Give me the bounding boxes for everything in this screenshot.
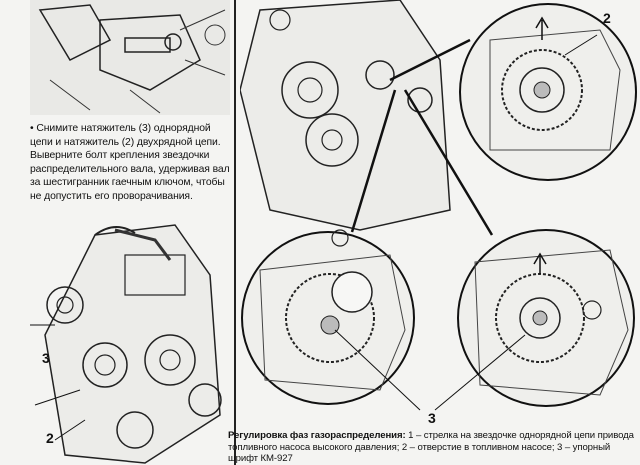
callout-right-2: 2 — [603, 10, 611, 26]
timing-illustration — [240, 0, 637, 411]
caption-lead: Регулировка фаз газораспределения: — [228, 430, 406, 441]
callout-left-3: 3 — [42, 350, 50, 366]
engine-detail-illustration — [30, 0, 230, 115]
callout-right-3: 3 — [428, 410, 436, 426]
instruction-text: Снимите натяжитель (3) однорядной цепи и… — [30, 123, 230, 202]
column-divider — [234, 0, 236, 465]
caption-body: 1 – стрелка на звездочке однорядной цепи… — [228, 430, 634, 465]
bullet: • — [30, 123, 34, 134]
figure-caption: Регулировка фаз газораспределения: 1 – с… — [228, 430, 638, 465]
callout-left-2: 2 — [46, 430, 54, 446]
engine-front-illustration — [30, 224, 222, 464]
instruction-paragraph: • Снимите натяжитель (3) однорядной цепи… — [30, 122, 230, 204]
